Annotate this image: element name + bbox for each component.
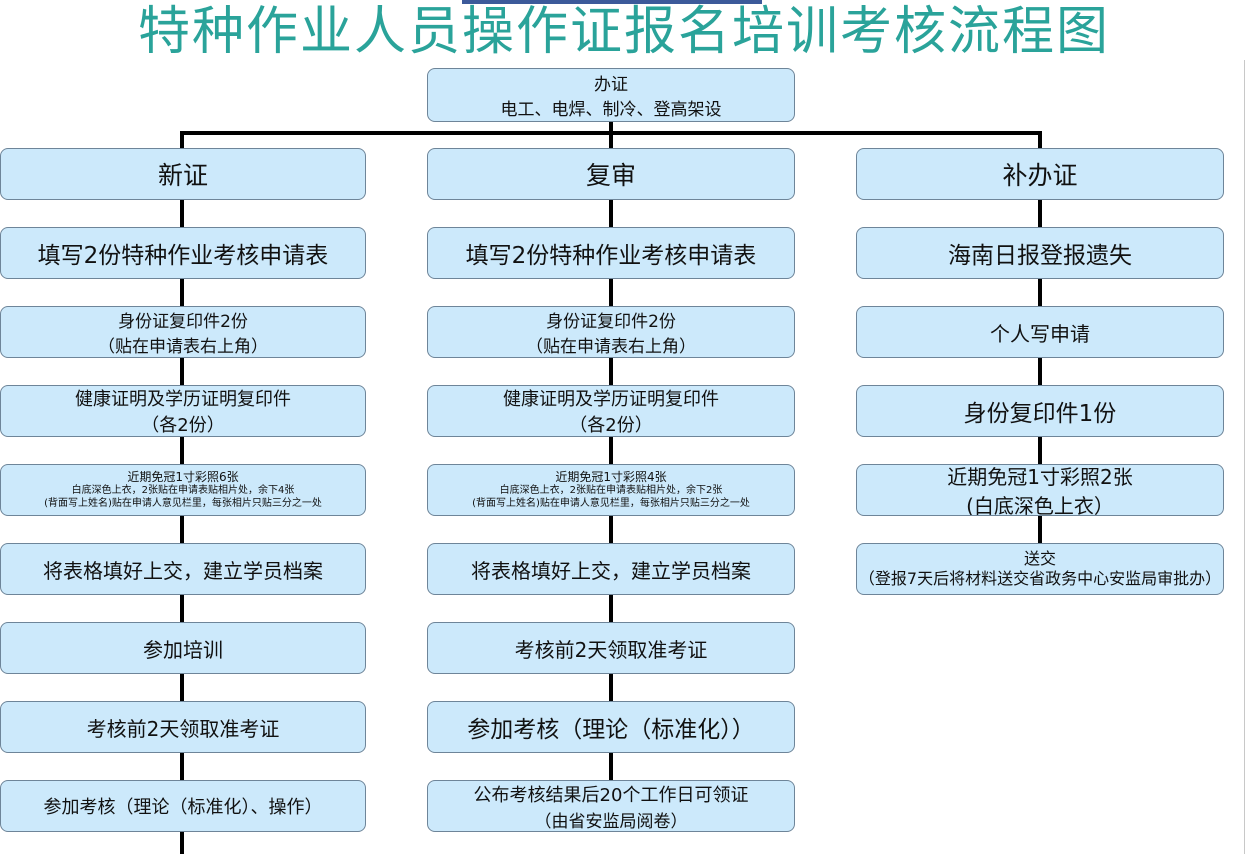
step-label: 身份证复印件2份 — [546, 312, 676, 332]
step-label: 将表格填好上交，建立学员档案 — [471, 558, 751, 583]
step-sublabel: (白底深色上衣） — [966, 494, 1114, 516]
step-box-review-2: 身份证复印件2份 （贴在申请表右上角） — [427, 306, 795, 358]
root-box-banzheng: 办证 电工、电焊、制冷、登高架设 — [427, 68, 795, 122]
step-label: 近期免冠1寸彩照4张 — [555, 470, 667, 484]
step-box-review-7: 参加考核（理论（标准化）） — [427, 701, 795, 753]
step-note-2: (背面写上姓名)贴在申请人意见栏里，每张相片只贴三分之一处 — [472, 498, 750, 509]
header-label: 补办证 — [1002, 161, 1078, 190]
step-sublabel: （由省安监局阅卷） — [534, 811, 688, 832]
connector-col3-spine — [1038, 199, 1042, 545]
header-box-review: 复审 — [427, 148, 795, 200]
step-box-new-6: 参加培训 — [0, 622, 366, 674]
root-line-1: 办证 — [594, 75, 628, 95]
step-box-new-1: 填写2份特种作业考核申请表 — [0, 227, 366, 279]
step-label: 参加考核（理论（标准化）、操作） — [43, 797, 323, 818]
step-label: 海南日报登报遗失 — [948, 243, 1132, 269]
step-label: 近期免冠1寸彩照6张 — [127, 470, 239, 484]
step-box-reissue-4: 近期免冠1寸彩照2张 (白底深色上衣） — [856, 464, 1224, 516]
step-sublabel: （各2份） — [141, 415, 225, 436]
step-box-review-4: 近期免冠1寸彩照4张 白底深色上衣，2张贴在申请表贴相片处，余下2张 (背面写上… — [427, 464, 795, 516]
step-box-reissue-3: 身份复印件1份 — [856, 385, 1224, 437]
step-box-review-1: 填写2份特种作业考核申请表 — [427, 227, 795, 279]
connector-col3-drop — [1038, 131, 1042, 149]
step-box-new-2: 身份证复印件2份 （贴在申请表右上角） — [0, 306, 366, 358]
step-box-new-4: 近期免冠1寸彩照6张 白底深色上衣，2张贴在申请表贴相片处，余下4张 (背面写上… — [0, 464, 366, 516]
step-note-2: (背面写上姓名)贴在申请人意见栏里，每张相片只贴三分之一处 — [44, 498, 322, 509]
step-label: 填写2份特种作业考核申请表 — [37, 243, 329, 269]
page-title: 特种作业人员操作证报名培训考核流程图 — [137, 2, 1110, 62]
step-label: 考核前2天领取准考证 — [86, 716, 280, 741]
right-scroll-edge — [1244, 60, 1245, 854]
step-label: 身份证复印件2份 — [118, 312, 248, 332]
header-label: 新证 — [157, 161, 208, 190]
connector-col1-drop — [180, 131, 184, 149]
step-sublabel: （各2份） — [569, 415, 653, 436]
root-line-2: 电工、电焊、制冷、登高架设 — [500, 100, 722, 120]
step-box-reissue-5: 送交 （登报7天后将材料送交省政务中心安监局审批办） — [856, 543, 1224, 595]
step-sublabel: （贴在申请表右上角） — [526, 337, 696, 357]
step-label: 将表格填好上交，建立学员档案 — [43, 558, 323, 583]
step-label: 公布考核结果后20个工作日可领证 — [473, 784, 749, 806]
step-sublabel: （贴在申请表右上角） — [98, 337, 268, 357]
step-label: 参加考核（理论（标准化）） — [467, 717, 755, 743]
step-label: 健康证明及学历证明复印件 — [503, 389, 719, 410]
header-label: 复审 — [585, 161, 636, 190]
connector-col1-spine — [180, 199, 184, 854]
step-label: 近期免冠1寸彩照2张 — [947, 465, 1133, 489]
step-label: 身份复印件1份 — [963, 401, 1117, 427]
step-label: 考核前2天领取准考证 — [514, 637, 708, 662]
connector-root-down — [609, 121, 613, 133]
step-note-1: 白底深色上衣，2张贴在申请表贴相片处，余下4张 — [71, 485, 295, 496]
step-box-new-3: 健康证明及学历证明复印件 （各2份） — [0, 385, 366, 437]
step-label: 填写2份特种作业考核申请表 — [465, 243, 757, 269]
step-box-review-8: 公布考核结果后20个工作日可领证 （由省安监局阅卷） — [427, 780, 795, 832]
step-box-review-6: 考核前2天领取准考证 — [427, 622, 795, 674]
step-box-reissue-2: 个人写申请 — [856, 306, 1224, 358]
step-note-1: 白底深色上衣，2张贴在申请表贴相片处，余下2张 — [499, 485, 723, 496]
top-window-edge — [462, 0, 762, 4]
step-sublabel: （登报7天后将材料送交省政务中心安监局审批办） — [858, 569, 1222, 588]
step-box-review-5: 将表格填好上交，建立学员档案 — [427, 543, 795, 595]
step-label: 个人写申请 — [990, 321, 1090, 346]
step-box-review-3: 健康证明及学历证明复印件 （各2份） — [427, 385, 795, 437]
step-box-new-7: 考核前2天领取准考证 — [0, 701, 366, 753]
header-box-new-cert: 新证 — [0, 148, 366, 200]
step-box-new-8: 参加考核（理论（标准化）、操作） — [0, 780, 366, 832]
step-box-reissue-1: 海南日报登报遗失 — [856, 227, 1224, 279]
step-box-new-5: 将表格填好上交，建立学员档案 — [0, 543, 366, 595]
step-label: 送交 — [1023, 549, 1056, 568]
step-label: 健康证明及学历证明复印件 — [75, 389, 291, 410]
step-label: 参加培训 — [143, 637, 223, 662]
header-box-reissue: 补办证 — [856, 148, 1224, 200]
connector-col2-drop — [609, 131, 613, 149]
